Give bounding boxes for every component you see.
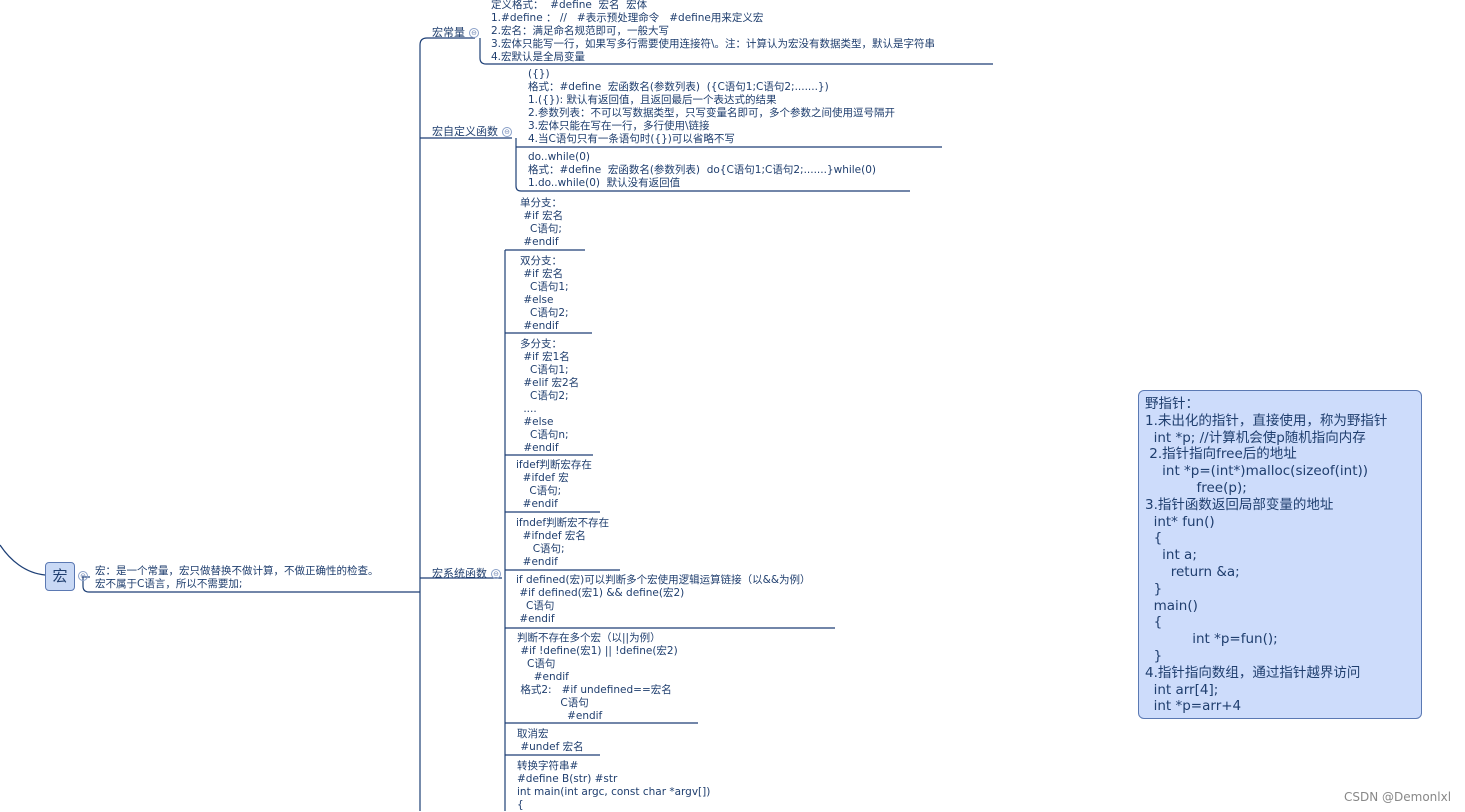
system-topic-not-defined[interactable]: 判断不存在多个宏（以||为例） #if !define(宏1) || !defi… (517, 632, 678, 722)
system-topic-multi-branch[interactable]: 多分支： #if 宏1名 C语句1; #elif 宏2名 C语句2; .... … (520, 338, 580, 454)
root-description: 宏：是一个常量，宏只做替换不做计算，不做正确性的检查。 宏不属于C语言，所以不需… (95, 565, 379, 590)
system-topic-if-defined[interactable]: if defined(宏)可以判断多个宏使用逻辑运算链接（以&&为例） #if … (516, 574, 811, 625)
branch-label-system: 宏系统函数 (432, 567, 487, 580)
root-node-macro[interactable]: 宏 (45, 562, 75, 591)
system-topic-ifdef[interactable]: ifdef判断宏存在 #ifdef 宏 C语句; #endif (516, 459, 592, 510)
root-trunk-line (82, 577, 420, 593)
system-topic-single-branch[interactable]: 单分支： #if 宏名 C语句; #endif (520, 197, 564, 248)
system-topic-double-branch[interactable]: 双分支： #if 宏名 C语句1; #else C语句2; #endif (520, 255, 569, 332)
branch-label-constant: 宏常量 (432, 26, 465, 39)
custom-topic-braces[interactable]: ({}) 格式：#define 宏函数名(参数列表) ({C语句1;C语句2;.… (528, 68, 896, 145)
constant-topic[interactable]: 定义格式： #define 宏名 宏体 1.#define ： // #表示预处… (491, 0, 936, 63)
collapse-icon[interactable]: ⊖ (502, 127, 512, 137)
branch-system-function[interactable]: 宏系统函数 ⊖ (432, 565, 501, 581)
wild-pointer-note[interactable]: 野指针： 1.未出化的指针，直接使用，称为野指针 int *p; //计算机会使… (1138, 390, 1422, 719)
constant-bracket (479, 38, 993, 65)
branch-custom-function[interactable]: 宏自定义函数 ⊖ (432, 123, 512, 139)
watermark: CSDN @Demonlxl (1344, 790, 1452, 804)
system-topic-ifndef[interactable]: ifndef判断宏不存在 #ifndef 宏名 C语句; #endif (516, 517, 610, 568)
system-topic-stringify[interactable]: 转换字符串# #define B(str) #str int main(int … (517, 760, 711, 811)
system-topic-undef[interactable]: 取消宏 #undef 宏名 (517, 728, 584, 753)
root-incoming-line (0, 544, 46, 576)
branch-label-custom: 宏自定义函数 (432, 125, 498, 138)
custom-bracket (515, 138, 910, 192)
custom-topic-dowhile[interactable]: do..while(0) 格式：#define 宏函数名(参数列表) do{C语… (528, 151, 877, 189)
collapse-icon[interactable]: ⊖ (469, 28, 479, 38)
main-spine (419, 37, 475, 592)
root-collapse-icon[interactable]: ⊖ (78, 571, 88, 581)
collapse-icon[interactable]: ⊖ (491, 569, 501, 579)
branch-macro-constant[interactable]: 宏常量 ⊖ (432, 24, 479, 40)
